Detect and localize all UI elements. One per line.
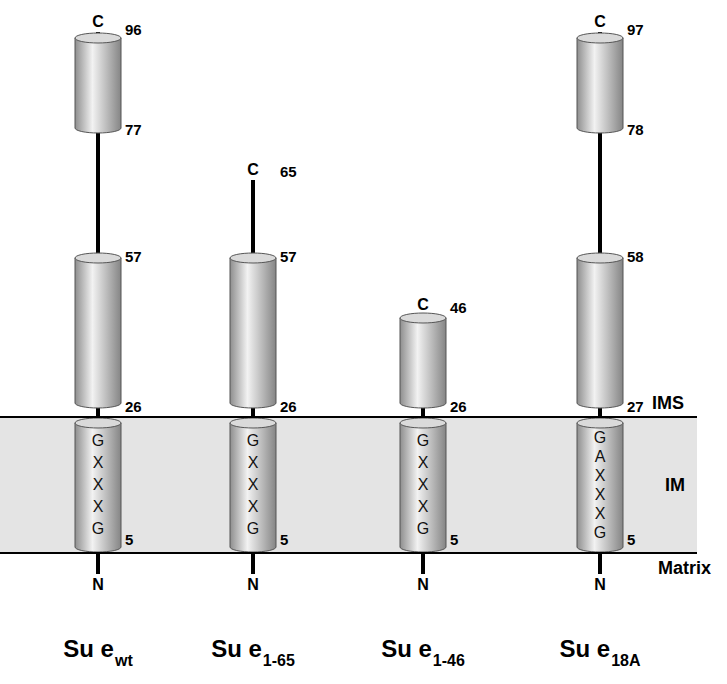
construct-name: Su e (559, 636, 610, 662)
helix-body (230, 423, 276, 552)
transmembrane-helix: G A X X X G (576, 418, 624, 552)
helix-cap (75, 418, 121, 428)
protein-topology (230, 180, 276, 574)
construct-subscript: 1-65 (263, 652, 295, 670)
helix-body (577, 258, 623, 408)
protein-topology (400, 313, 446, 574)
residue-number: 77 (125, 122, 142, 139)
residue-number: 5 (125, 532, 133, 549)
helix-cap (577, 418, 623, 428)
helix-body (75, 258, 121, 408)
residue-number: 58 (627, 249, 644, 266)
helix-cap (400, 418, 446, 428)
protein-topology (75, 32, 121, 574)
helix-body (75, 38, 121, 133)
terminus-label: C (92, 13, 104, 31)
residue-number: 57 (280, 249, 297, 266)
terminus-label: N (594, 576, 606, 594)
residue-number: 78 (627, 122, 644, 139)
motif-residues: G X X X G (91, 430, 105, 540)
protein-topology (577, 32, 623, 574)
construct-subscript: 18A (611, 652, 640, 670)
terminus-label: N (417, 576, 429, 594)
helix-body (400, 318, 446, 408)
helix-cap (577, 33, 623, 43)
loop-line (96, 554, 100, 574)
construct-subscript: 1-46 (433, 652, 465, 670)
loop-line (96, 128, 100, 258)
compartment-label: IM (665, 475, 685, 496)
construct-name: Su e (211, 636, 262, 662)
terminus-label: C (594, 13, 606, 31)
compartment-label: Matrix (658, 559, 711, 579)
residue-number: 46 (450, 300, 467, 317)
helix-cap (230, 253, 276, 263)
helix-cap (230, 418, 276, 428)
transmembrane-helix: G X X X G (74, 418, 122, 552)
residue-number: 26 (280, 399, 297, 416)
residue-number: 96 (125, 22, 142, 39)
motif-residues: G X X X G (246, 430, 260, 540)
terminus-label: C (247, 161, 259, 179)
loop-line (598, 554, 602, 574)
terminus-label: N (247, 576, 259, 594)
helix-body (577, 423, 623, 552)
residue-number: 26 (450, 399, 467, 416)
membrane-band: IM G X X X G G X X X G G X X X G G A X X X G (0, 416, 697, 554)
construct-name: Su e (63, 636, 114, 662)
residue-number: 5 (450, 532, 458, 549)
loop-line (421, 554, 425, 574)
helix-cap (577, 253, 623, 263)
compartment-label: IMS (652, 394, 684, 414)
loop-line (251, 554, 255, 574)
helix-cap (75, 33, 121, 43)
residue-number: 57 (125, 249, 142, 266)
residue-number: 5 (280, 532, 288, 549)
helix-cap (75, 253, 121, 263)
terminus-label: C (417, 296, 429, 314)
construct-subscript: wt (115, 652, 133, 670)
transmembrane-helix: G X X X G (229, 418, 277, 552)
helix-body (400, 423, 446, 552)
motif-residues: G X X X G (416, 430, 430, 540)
transmembrane-helix: G X X X G (399, 418, 447, 552)
helix-body (230, 258, 276, 408)
helix-body (75, 423, 121, 552)
motif-residues: G A X X X G (593, 428, 607, 542)
residue-number: 97 (627, 22, 644, 39)
loop-line (598, 128, 602, 258)
residue-number: 26 (125, 399, 142, 416)
terminus-label: N (92, 576, 104, 594)
residue-number: 5 (627, 532, 635, 549)
helix-cap (400, 313, 446, 323)
residue-number: 65 (280, 164, 297, 181)
residue-number: 27 (627, 399, 644, 416)
loop-line (251, 180, 255, 258)
helix-body (577, 38, 623, 133)
construct-name: Su e (381, 636, 432, 662)
